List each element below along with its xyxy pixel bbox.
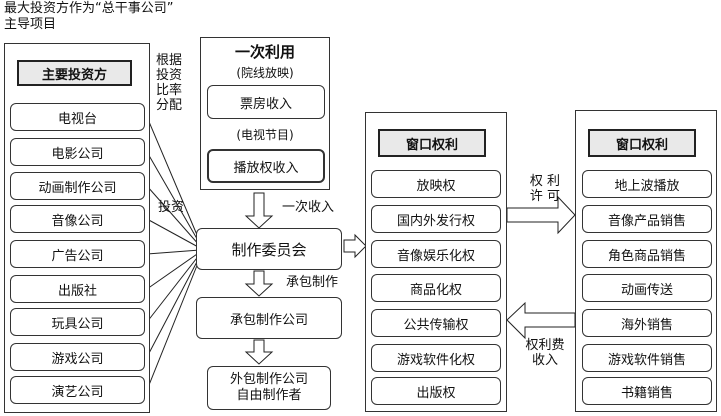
box-office-income: 票房收入 — [207, 85, 325, 119]
right-screening: 放映权 — [371, 170, 501, 198]
right-publishing: 出版权 — [371, 377, 501, 405]
cinema-label: (院线放映) — [236, 66, 294, 80]
contract-production-label: 承包制作 — [286, 275, 339, 290]
allocation-line: 比率 — [156, 83, 183, 98]
rights-license-label: 权 利 许 可 — [520, 174, 570, 204]
first-use-title: 一次利用 — [234, 43, 295, 61]
sale-av-products: 音像产品销售 — [582, 205, 712, 233]
committee-to-rights-arrow — [343, 233, 367, 259]
contract-production-company: 承包制作公司 — [196, 297, 342, 339]
investor-film-company: 电影公司 — [10, 138, 145, 166]
right-game-software: 游戏软件化权 — [371, 344, 501, 372]
license-fee-line: 权利费 — [525, 338, 565, 353]
broadcast-income: 播放权收入 — [207, 149, 325, 183]
rights-license-line: 权 利 — [529, 174, 561, 189]
rights-license-arrow — [506, 195, 576, 235]
sale-animation-streaming: 动画传送 — [582, 274, 712, 302]
first-income-arrow — [244, 192, 274, 229]
investor-ad-agency: 广告公司 — [10, 240, 145, 268]
tv-label: (电视节目) — [236, 128, 294, 142]
investor-audio-video-company: 音像公司 — [10, 205, 145, 233]
sale-books: 书籍销售 — [582, 377, 712, 405]
allocation-label: 根据 投资 比率 分配 — [156, 53, 194, 113]
outsource-line: 自由制作者 — [236, 388, 302, 403]
sale-character-goods: 角色商品销售 — [582, 240, 712, 268]
invest-label: 投资 — [158, 200, 185, 215]
top-note-line2: 主导项目 — [4, 17, 57, 32]
license-fee-line: 收入 — [531, 353, 558, 368]
right-public-transmission: 公共传输权 — [371, 309, 501, 337]
investor-tv-station: 电视台 — [10, 103, 145, 131]
sale-game-software: 游戏软件销售 — [582, 344, 712, 372]
investor-animation-studio: 动画制作公司 — [10, 172, 145, 200]
production-committee: 制作委员会 — [196, 228, 342, 270]
window-rights-header-2: 窗口权利 — [588, 129, 696, 157]
outsource-arrow — [244, 339, 274, 365]
rights-license-line: 许 可 — [529, 189, 561, 204]
outsource-box: 外包制作公司 自由制作者 — [207, 366, 331, 410]
window-rights-header-1: 窗口权利 — [378, 129, 486, 157]
sale-terrestrial-broadcast: 地上波播放 — [582, 170, 712, 198]
right-distribution: 国内外发行权 — [371, 205, 501, 233]
right-av-entertainment: 音像娱乐化权 — [371, 240, 501, 268]
allocation-line: 投资 — [156, 68, 183, 83]
investor-publisher: 出版社 — [10, 275, 145, 303]
first-income-label: 一次收入 — [282, 200, 335, 215]
allocation-line: 分配 — [156, 98, 183, 113]
right-merchandising: 商品化权 — [371, 274, 501, 302]
license-fee-arrow — [506, 301, 576, 340]
investor-toy-company: 玩具公司 — [10, 308, 145, 336]
allocation-line: 根据 — [156, 53, 183, 68]
license-fee-income-label: 权利费 收入 — [520, 338, 570, 368]
top-note-line1: 最大投资方作为“总干事公司” — [4, 1, 174, 16]
investor-game-company: 游戏公司 — [10, 343, 145, 371]
contract-arrow — [244, 270, 274, 297]
outsource-line: 外包制作公司 — [229, 372, 308, 387]
investor-fan-lines — [146, 116, 201, 391]
investor-entertainment-company: 演艺公司 — [10, 376, 145, 404]
investors-header: 主要投资方 — [17, 60, 132, 86]
sale-overseas: 海外销售 — [582, 309, 712, 337]
